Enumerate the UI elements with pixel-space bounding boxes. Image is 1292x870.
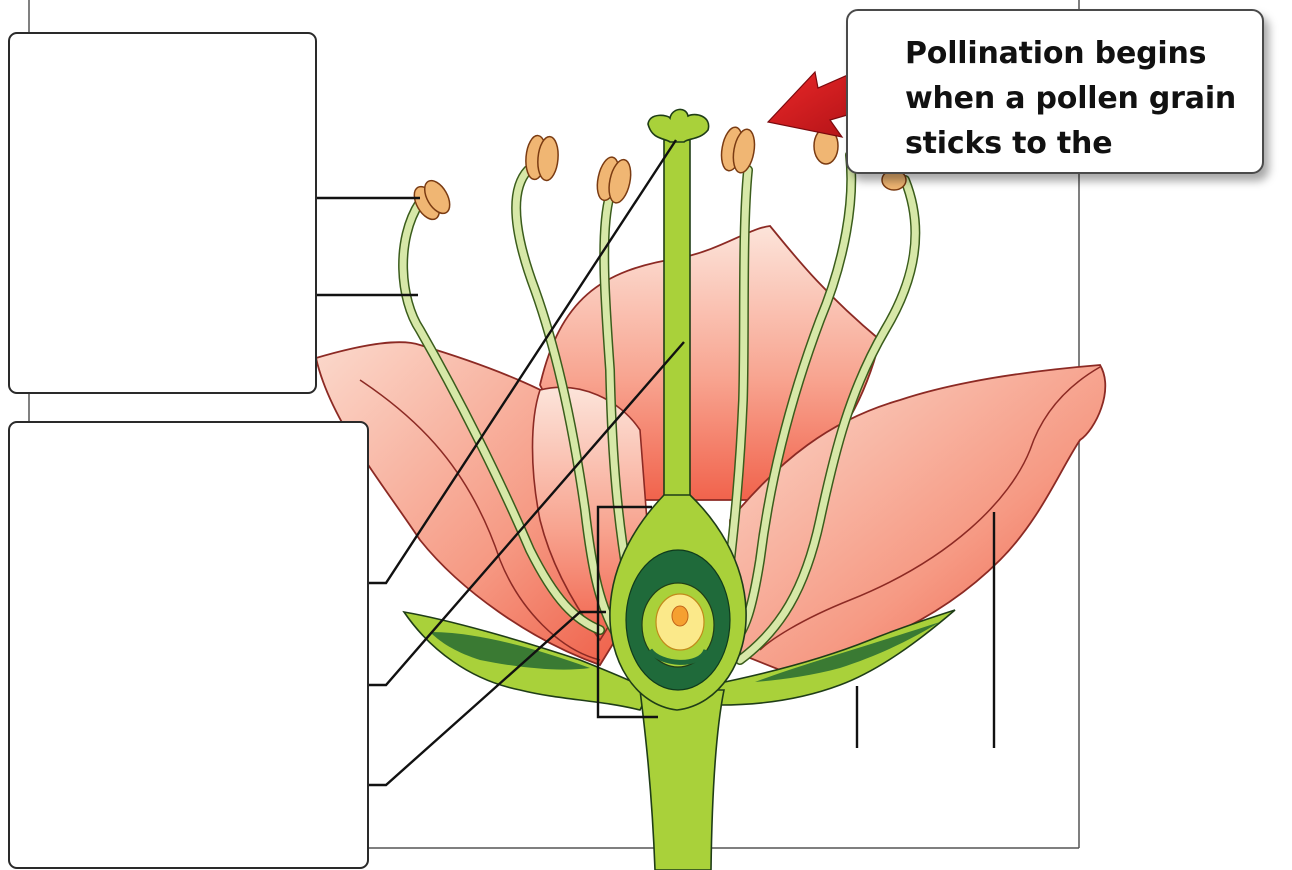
ovule-stalk [647,648,709,665]
stem [639,689,725,870]
leader-lines [310,139,996,787]
callout-text: Pollination begins when a pollen grain s… [905,36,1237,161]
anther-4 [720,126,756,174]
bracket-pistil [596,505,658,719]
leader-stigma [362,139,678,585]
anther-1 [413,179,451,221]
upper-label-box [8,32,317,394]
style [663,139,691,501]
sepal-left-inner [430,632,590,670]
ovule-core [671,605,689,627]
petal-left-vein [359,379,601,661]
anthers [413,126,907,221]
leader-style [362,341,685,687]
petal-right-vein [759,366,1101,651]
stigma [647,108,710,143]
anther-3 [596,156,632,204]
sepal-right-inner [755,622,940,682]
leader-ovary [362,610,606,787]
petal-right [729,364,1107,671]
filaments [398,150,921,665]
callout-box: Pollination begins when a pollen grain s… [846,9,1264,174]
anther-2 [525,134,559,182]
lower-label-box [8,421,369,869]
